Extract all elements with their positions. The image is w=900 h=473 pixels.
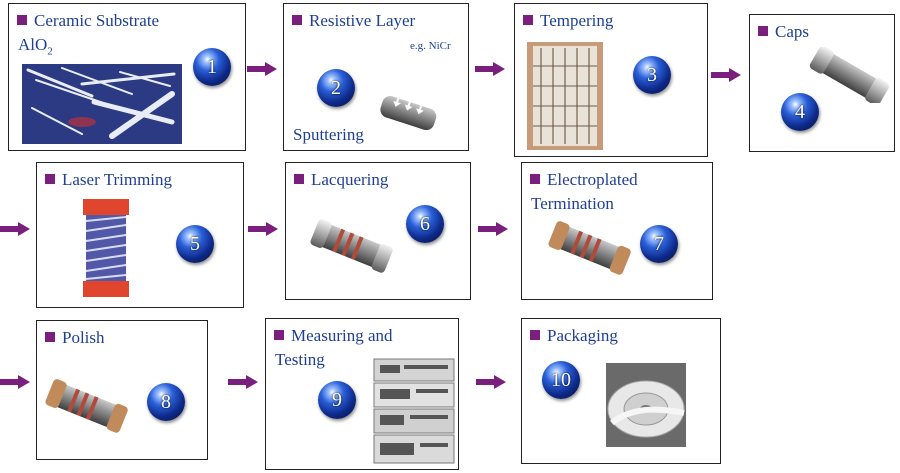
step-8-title: Polish — [45, 327, 105, 349]
step-7-box: Electroplated Termination 7 — [521, 162, 713, 300]
bullet-square-icon — [758, 26, 768, 36]
step-4-box: Caps 4 — [749, 14, 895, 152]
sputtered-rod-image — [380, 92, 437, 131]
step-10-title: Packaging — [530, 325, 618, 347]
step-1-box: Ceramic Substrate AlO2 1 — [8, 3, 246, 151]
step-9-title-line2: Testing — [275, 350, 325, 369]
step-2-number-ball: 2 — [317, 69, 355, 107]
step-6-box: Lacquering 6 — [285, 162, 471, 300]
step-10-number-ball: 10 — [542, 361, 580, 399]
arrow-right-icon — [475, 62, 505, 76]
tape-reel-image — [606, 363, 686, 447]
bullet-square-icon — [45, 174, 55, 184]
arrow-right-icon — [248, 222, 278, 236]
step-2-box: Resistive Layer e.g. NiCr 2 Sputtering — [283, 3, 469, 151]
step-5-title: Laser Trimming — [45, 169, 172, 191]
step-4-title: Caps — [758, 21, 809, 43]
step-2-sputtering-label: Sputtering — [293, 125, 364, 144]
step-7-title-line2: Termination — [531, 194, 614, 213]
arrow-right-icon — [247, 62, 277, 76]
step-1-formula: AlO2 — [18, 35, 53, 58]
step-5-box: Laser Trimming 5 — [36, 162, 244, 308]
step-2-note: e.g. NiCr — [410, 40, 451, 52]
step-2-title: Resistive Layer — [292, 10, 415, 32]
bullet-square-icon — [17, 15, 27, 25]
step-6-number-ball: 6 — [406, 205, 444, 243]
step-6-title: Lacquering — [294, 169, 388, 191]
bullet-square-icon — [294, 174, 304, 184]
step-7-title: Electroplated — [530, 169, 638, 191]
step-8-number-ball: 8 — [147, 383, 185, 421]
bullet-square-icon — [292, 15, 302, 25]
electroplated-resistor-image — [548, 221, 631, 275]
test-equipment-image — [373, 358, 455, 464]
step-5-number-ball: 5 — [176, 225, 214, 263]
tempering-oven-image — [527, 42, 603, 150]
bullet-square-icon — [523, 15, 533, 25]
step-3-box: Tempering 3 — [514, 3, 708, 157]
arrow-right-icon — [228, 375, 258, 389]
laser-trimmed-resistor-image — [83, 199, 129, 297]
arrow-right-icon — [0, 222, 30, 236]
bullet-square-icon — [274, 330, 284, 340]
step-9-box: Measuring and Testing 9 — [265, 318, 459, 470]
arrow-right-icon — [0, 375, 30, 389]
bullet-square-icon — [45, 332, 55, 342]
arrow-right-icon — [476, 375, 506, 389]
step-3-title: Tempering — [523, 10, 613, 32]
step-1-number-ball: 1 — [193, 48, 231, 86]
step-7-number-ball: 7 — [640, 225, 678, 263]
step-1-title: Ceramic Substrate — [17, 10, 159, 32]
step-8-box: Polish 8 — [36, 320, 208, 460]
arrow-right-icon — [711, 68, 741, 82]
ceramic-rods-image — [22, 64, 182, 144]
lacquered-resistor-image — [310, 219, 393, 273]
bullet-square-icon — [530, 174, 540, 184]
capped-rod-image — [809, 47, 890, 103]
bullet-square-icon — [530, 330, 540, 340]
arrow-right-icon — [478, 222, 508, 236]
step-4-number-ball: 4 — [781, 93, 819, 131]
step-9-title: Measuring and — [274, 325, 393, 347]
polished-resistor-image — [45, 379, 128, 433]
step-10-box: Packaging 10 — [521, 318, 721, 464]
step-9-number-ball: 9 — [318, 381, 356, 419]
step-3-number-ball: 3 — [633, 56, 671, 94]
